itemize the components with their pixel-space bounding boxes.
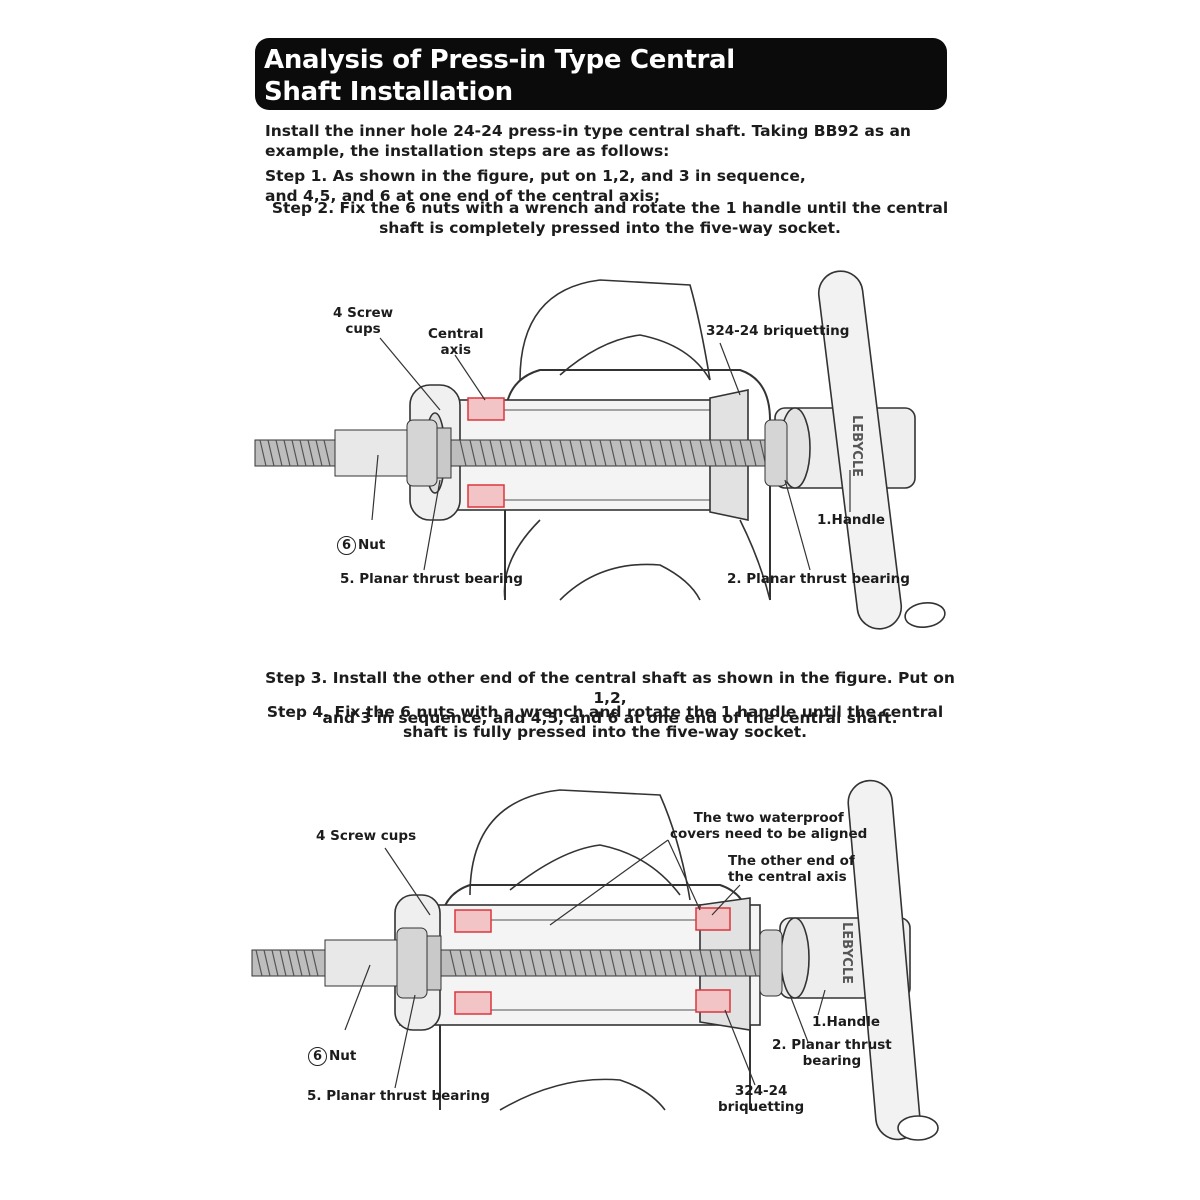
bearing-highlights [467,397,505,508]
fig2-waterproof-label: The two waterproof covers need to be ali… [670,810,868,842]
fig1-screw-cups-label: 4 Screw cups [333,305,394,337]
threaded-rod-2 [251,927,783,999]
fig1-handle-label: 1.Handle [817,512,885,528]
fig2-nut-text: Nut [329,1048,357,1064]
fig2-screw-cups-label: 4 Screw cups [316,828,417,844]
fig2-handle-label: 1.Handle [812,1014,880,1030]
title-banner: Analysis of Press-in Type Central Shaft … [255,38,947,110]
fig1-planar-5-label: 5. Planar thrust bearing [340,571,523,587]
fig1-nut-number: 6 [337,536,356,555]
step3-text: Step 3. Install the other end of the cen… [265,669,955,727]
intro-text: Install the inner hole 24-24 press-in ty… [265,122,911,160]
fig1-central-axis-label: Central axis [428,326,484,358]
fig2-other-end-label: The other end of the central axis [728,853,855,885]
bearing-highlights-2 [454,907,731,1015]
fig1-briquetting-label: 324-24 briquetting [706,323,850,339]
fig2-nut-number: 6 [308,1047,327,1066]
fig1-planar-2-label: 2. Planar thrust bearing [727,571,910,587]
fig1-nut-text: Nut [358,537,386,553]
handle-brand-2: LEBYCLE [839,922,854,984]
handle-brand: LEBYCLE [849,415,864,477]
fig2-planar-5-label: 5. Planar thrust bearing [307,1088,490,1104]
step2-text: Step 2. Fix the 6 nuts with a wrench and… [271,199,949,237]
fig2-planar-2-label: 2. Planar thrust bearing [772,1037,892,1069]
threaded-rod [254,419,788,487]
step1-text: Step 1. As shown in the figure, put on 1… [265,167,806,205]
step4-text: Step 4. Fix the 6 nuts with a wrench and… [266,703,944,741]
banner-title: Analysis of Press-in Type Central Shaft … [264,45,735,107]
fig2-briquetting-label: 324-24 briquetting [718,1083,805,1115]
